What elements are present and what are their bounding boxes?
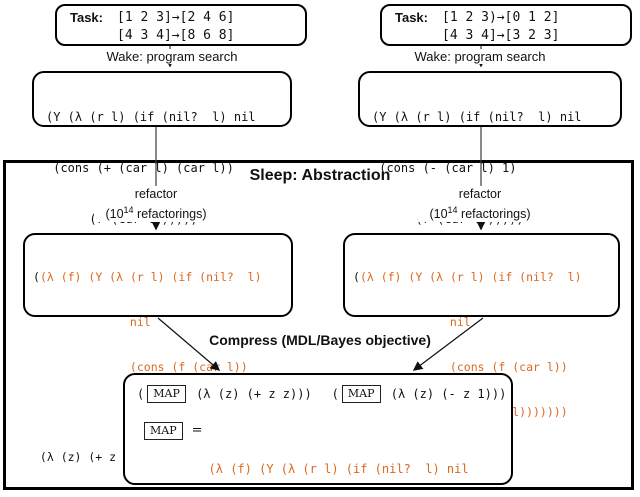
map-definition-code: (λ (f) (Y (λ (r l) (if (nil? l) nil (con… [208,462,469,476]
map-application-right: ( MAP (λ (z) (- z 1))) [331,385,507,403]
compress-label: Compress (MDL/Bayes objective) [209,332,431,348]
task-io-line: [4 3 4]→[3 2 3] [442,28,560,43]
wake-label-left: Wake: program search [72,49,272,64]
sleep-abstraction-panel [3,160,634,490]
code-line: (Y (λ (r l) (if (nil? l) nil [46,110,256,124]
refactor-label-left: refactor (1014 refactorings) [94,186,218,223]
code-line: nil [353,315,471,329]
code-line: ((λ (f) (Y (λ (r l) (if (nil? l) [33,270,262,284]
wake-label-right: Wake: program search [380,49,580,64]
map-applications-row: ( MAP (λ (z) (+ z z))) ( MAP (λ (z) (- z… [137,385,506,403]
code-line: (λ (z) (- z 1))) [383,387,507,401]
task-label: Task: [395,10,428,25]
refactor-box-left: ((λ (f) (Y (λ (r l) (if (nil? l) nil (co… [23,233,293,464]
map-application-left: ( MAP (λ (z) (+ z z))) [137,385,312,403]
code-line: (Y (λ (r l) (if (nil? l) nil [372,110,582,124]
compressed-result-box: ( MAP (λ (z) (+ z z))) ( MAP (λ (z) (- z… [123,373,513,485]
wake-program-box-right: (Y (λ (r l) (if (nil? l) nil (cons (- (c… [358,71,622,226]
paren: ( [137,387,145,401]
map-definition-row: MAP = (λ (f) (Y (λ (r l) (if (nil? l) ni… [141,422,476,497]
task-box-right: Task: [1 2 3)→[0 1 2] [4 3 4]→[3 2 3] [380,4,632,46]
equals-sign: = [191,423,203,438]
map-primitive-chip: MAP [147,385,186,403]
code-line: nil [33,315,151,329]
wake-program-box-left: (Y (λ (r l) (if (nil? l) nil (cons (+ (c… [32,71,292,226]
code-line: (cons (- (car l) 1) [372,161,517,175]
sleep-title: Sleep: Abstraction [249,167,391,184]
refactor-label-right: refactor (1014 refactorings) [418,186,542,223]
map-primitive-chip: MAP [144,422,183,440]
refactor-box-right: ((λ (f) (Y (λ (r l) (if (nil? l) nil (co… [343,233,620,464]
task-label: Task: [70,10,103,25]
task-io-line: [1 2 3]→[2 4 6] [117,10,235,25]
task-io-line: [1 2 3)→[0 1 2] [442,10,560,25]
code-line: ((λ (f) (Y (λ (r l) (if (nil? l) [353,270,582,284]
paren: ( [331,387,339,401]
task-box-left: Task: [1 2 3]→[2 4 6] [4 3 4]→[8 6 8] [55,4,307,46]
map-primitive-chip: MAP [341,385,381,403]
task-io-line: [4 3 4]→[8 6 8] [117,28,235,43]
code-line: (λ (z) (+ z z))) [188,387,312,401]
code-line: (cons (+ (car l) (car l)) [46,161,234,175]
